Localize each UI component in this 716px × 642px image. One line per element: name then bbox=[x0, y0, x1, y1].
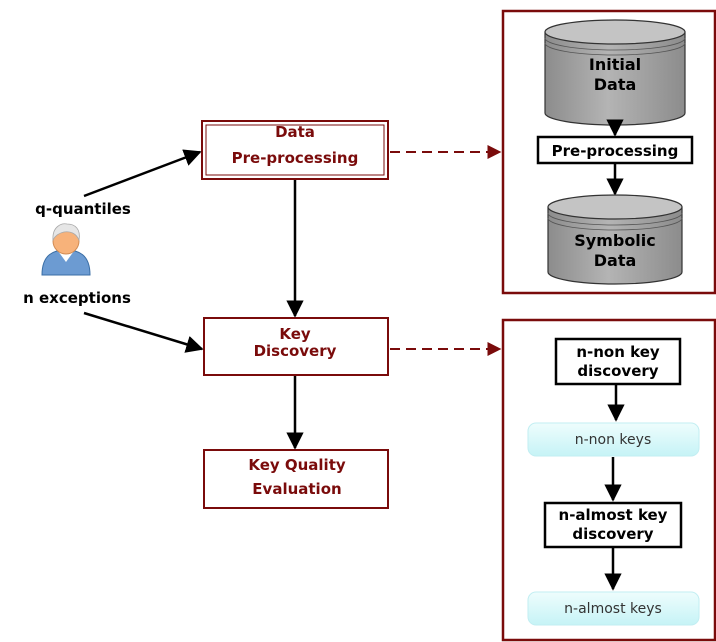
key-discovery-label-line2: Discovery bbox=[254, 342, 337, 360]
data-preprocessing-box: Data Pre-processing bbox=[201, 120, 389, 180]
n-almost-keys-pill: n-almost keys bbox=[527, 591, 700, 626]
user-icon bbox=[41, 223, 91, 276]
n-non-key-discovery-line1: n-non key bbox=[576, 343, 660, 361]
arrow-exceptions-to-key-discovery bbox=[83, 311, 204, 353]
symbolic-data-label-line2: Data bbox=[594, 251, 637, 270]
n-almost-key-discovery-box: n-almost key discovery bbox=[543, 501, 683, 549]
n-non-keys-label: n-non keys bbox=[575, 432, 652, 448]
q-quantiles-label: q-quantiles bbox=[35, 200, 131, 218]
symbolic-data-cylinder: Symbolic Data bbox=[547, 194, 683, 285]
n-non-key-discovery-line2: discovery bbox=[577, 362, 658, 380]
initial-data-label-line1: Initial bbox=[589, 55, 641, 74]
n-almost-key-discovery-line1: n-almost key bbox=[559, 506, 668, 524]
symbolic-data-label-line1: Symbolic bbox=[574, 231, 656, 250]
key-quality-evaluation-box: Key Quality Evaluation bbox=[203, 449, 389, 509]
n-exceptions-label: n exceptions bbox=[23, 289, 131, 307]
key-discovery-box: Key Discovery bbox=[203, 317, 389, 376]
arrow-quantiles-to-preprocessing bbox=[83, 149, 202, 198]
n-non-keys-pill: n-non keys bbox=[527, 422, 700, 457]
key-quality-label-line2: Evaluation bbox=[252, 480, 341, 498]
n-non-key-discovery-box: n-non key discovery bbox=[554, 337, 682, 386]
initial-data-cylinder: Initial Data bbox=[544, 19, 686, 126]
data-preprocessing-label-line2: Pre-processing bbox=[232, 149, 359, 167]
n-almost-key-discovery-line2: discovery bbox=[572, 525, 653, 543]
key-quality-label-line1: Key Quality bbox=[248, 456, 346, 474]
preprocessing-step-label: Pre-processing bbox=[552, 142, 679, 160]
preprocessing-detail-panel bbox=[501, 9, 716, 295]
preprocessing-step-box: Pre-processing bbox=[536, 135, 694, 165]
data-preprocessing-label-line1: Data bbox=[275, 123, 315, 141]
key-discovery-detail-panel bbox=[501, 318, 716, 642]
key-discovery-label-line1: Key bbox=[279, 325, 311, 343]
initial-data-label-line2: Data bbox=[594, 75, 637, 94]
n-almost-keys-label: n-almost keys bbox=[564, 601, 662, 617]
